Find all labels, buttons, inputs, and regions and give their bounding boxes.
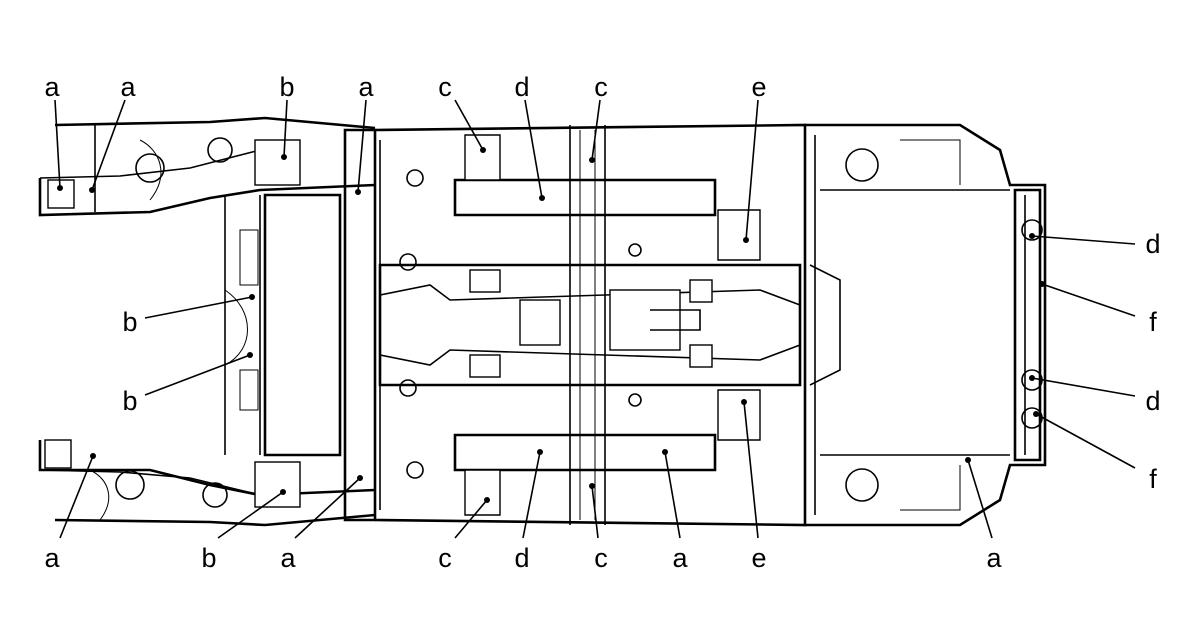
leader-top-a1-dot: [57, 185, 63, 191]
leader-right-f2: [1035, 413, 1136, 469]
leader-right-d2-dot: [1029, 375, 1035, 381]
leader-bot-c1-dot: [484, 497, 490, 503]
leader-top-a1: [54, 99, 61, 189]
leader-top-a2: [91, 99, 126, 191]
center-floor-panel: [343, 123, 807, 527]
leader-top-e: [745, 99, 759, 241]
leader-right-f1: [1041, 283, 1136, 317]
callout-right-d1: d: [1145, 229, 1160, 259]
callout-top-c2: c: [594, 72, 608, 102]
mount-brackets: [464, 134, 761, 516]
left-upper-frame-rail: [38, 116, 376, 217]
callout-top-b: b: [279, 72, 294, 102]
callout-top-e: e: [751, 72, 766, 102]
longitudinal-members: [453, 125, 717, 525]
leader-top-a3: [357, 99, 367, 193]
callout-left-b2: b: [122, 386, 137, 416]
leader-top-c1-dot: [480, 147, 486, 153]
front-subframe: [805, 123, 1047, 527]
leader-right-d2: [1031, 377, 1136, 397]
central-tunnel: [378, 263, 802, 387]
leader-bot-e-dot: [741, 399, 747, 405]
leader-right-f1-dot: [1039, 281, 1045, 287]
callout-bot-c2: c: [594, 543, 608, 573]
callout-labels: a a b a c d c e b b d f d f a b a c d c …: [44, 72, 1160, 573]
callout-top-c1: c: [438, 72, 452, 102]
callout-right-f1: f: [1149, 307, 1157, 337]
callout-bot-a4: a: [986, 543, 1002, 573]
callout-top-a1: a: [44, 72, 60, 102]
callout-bot-a3: a: [672, 543, 688, 573]
leader-bot-c1: [454, 499, 488, 539]
leader-bot-a4-dot: [965, 457, 971, 463]
callout-top-a3: a: [358, 72, 374, 102]
leader-bot-c2: [591, 485, 599, 539]
callout-right-d2: d: [1145, 386, 1160, 416]
leader-left-b1: [144, 296, 253, 319]
leader-bot-a2: [294, 477, 361, 539]
leader-right-d1-dot: [1029, 233, 1035, 239]
callout-top-a2: a: [120, 72, 136, 102]
callout-top-d: d: [514, 72, 529, 102]
leader-top-e-dot: [743, 237, 749, 243]
callout-bot-e: e: [751, 543, 766, 573]
leader-top-c2-dot: [589, 157, 595, 163]
leader-top-b-dot: [281, 154, 287, 160]
callout-bot-c1: c: [438, 543, 452, 573]
leader-bot-b-dot: [280, 489, 286, 495]
leader-right-f2-dot: [1033, 411, 1039, 417]
leader-bot-b: [217, 491, 284, 539]
leader-bot-a1: [59, 455, 94, 539]
callout-left-b1: b: [122, 307, 137, 337]
leader-bot-a4: [967, 459, 993, 539]
left-lower-frame-rail: [38, 439, 376, 527]
callout-bot-b: b: [201, 543, 216, 573]
leader-lines: [54, 99, 1136, 539]
leader-bot-e: [743, 401, 759, 539]
leader-bot-a3-dot: [662, 449, 668, 455]
leader-bot-a1-dot: [90, 453, 96, 459]
leader-bot-d-dot: [537, 449, 543, 455]
leader-left-b2: [144, 354, 251, 396]
leader-left-b1-dot: [249, 294, 255, 300]
leader-top-a2-dot: [89, 187, 95, 193]
callout-bot-d: d: [514, 543, 529, 573]
leader-bot-c2-dot: [589, 483, 595, 489]
underbody-frame-drawing: [38, 116, 1047, 527]
leader-top-a3-dot: [355, 189, 361, 195]
callout-right-f2: f: [1149, 464, 1157, 494]
leader-top-d-dot: [539, 195, 545, 201]
leader-top-d: [524, 99, 543, 199]
callout-bot-a1: a: [44, 543, 60, 573]
leader-top-b: [283, 99, 288, 158]
leader-left-b2-dot: [247, 352, 253, 358]
leader-bot-d: [522, 451, 541, 539]
leader-bot-a2-dot: [357, 475, 363, 481]
rear-crossmember: [224, 193, 342, 457]
leader-top-c2: [591, 99, 601, 161]
leader-bot-a3: [664, 451, 681, 539]
leader-right-d1: [1031, 235, 1136, 245]
callout-bot-a2: a: [280, 543, 296, 573]
leader-top-c1: [454, 99, 484, 151]
